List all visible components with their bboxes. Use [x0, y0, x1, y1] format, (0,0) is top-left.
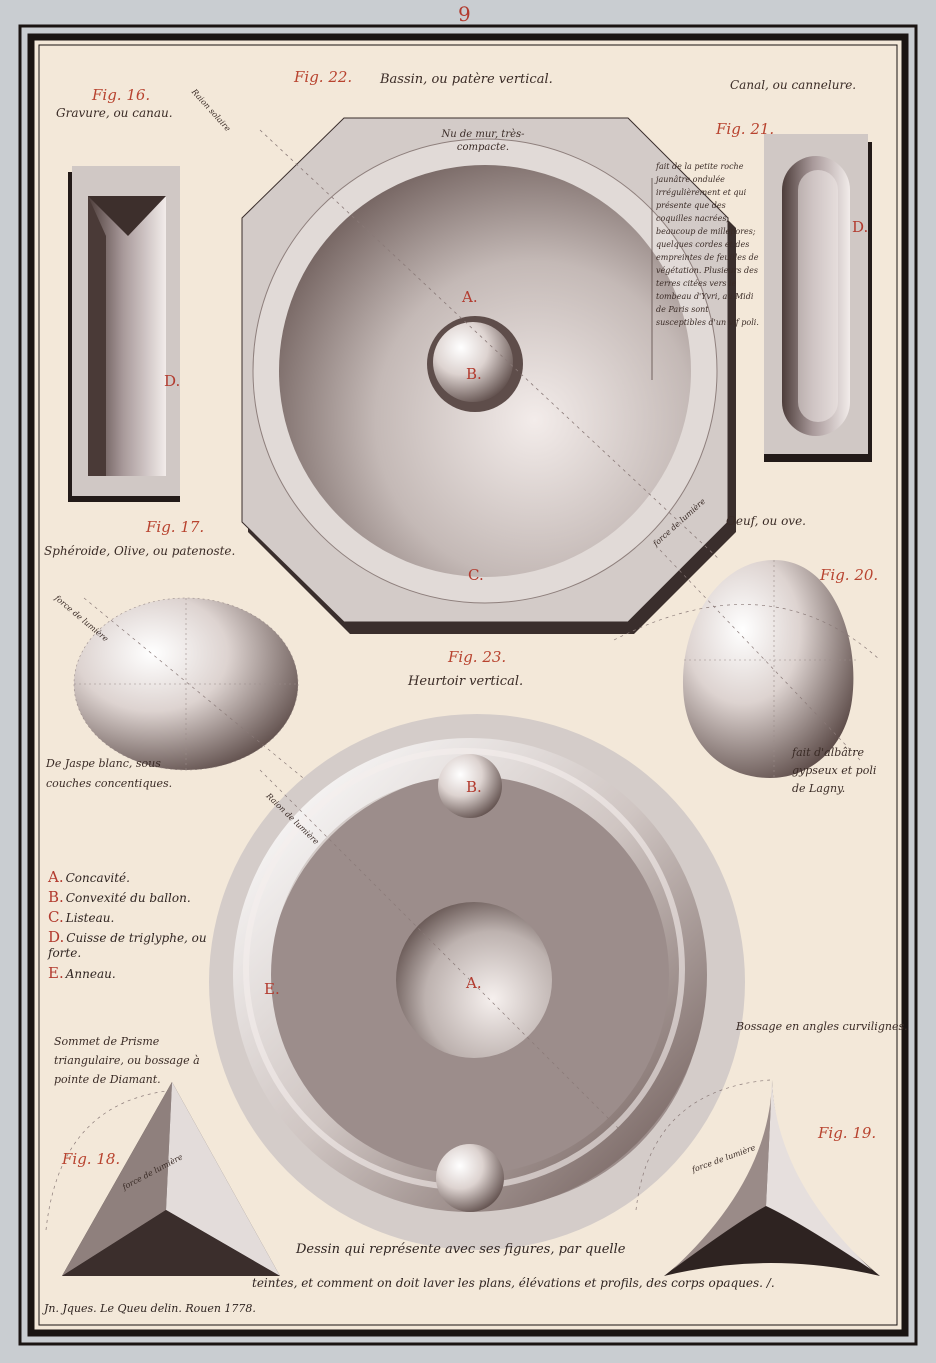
legend-item-e: E.Anneau.	[48, 964, 116, 982]
fig23-number: Fig. 23.	[448, 648, 507, 666]
signature: Jn. Jques. Le Queu delin. Rouen 1778.	[44, 1302, 256, 1315]
fig17-caption: Sphéroide, Olive, ou patenoste.	[44, 544, 236, 558]
fig23-letter-a: A.	[466, 974, 482, 992]
fig23-caption: Heurtoir vertical.	[408, 674, 524, 689]
fig22-number: Fig. 22.	[294, 68, 353, 86]
fig22-letter-b: B.	[466, 365, 482, 383]
fig17-spheroid	[73, 597, 331, 801]
fig22-wall: Nu de mur, très-compacte.	[441, 129, 525, 153]
fig20-number: Fig. 20.	[820, 566, 879, 584]
fig21-caption: Canal, ou cannelure.	[730, 78, 857, 92]
fig22-caption: Bassin, ou patère vertical.	[380, 72, 553, 87]
fig21-letter: D.	[852, 218, 869, 236]
fig18-number: Fig. 18.	[62, 1150, 121, 1168]
fig20-egg	[613, 549, 881, 778]
fig16-number: Fig. 16.	[92, 86, 151, 104]
fig17-note: De Jaspe blanc, sous couches concentique…	[46, 757, 173, 790]
legend: A.Concavité. B.Convexité du ballon. C.Li…	[48, 868, 218, 984]
legend-item-c: C.Listeau.	[48, 908, 115, 926]
page-number: 9	[458, 2, 471, 26]
fig22-letter-c: C.	[468, 566, 484, 584]
fig19-curvilinear	[635, 1079, 880, 1276]
fig18-pyramid	[45, 1082, 280, 1276]
fig17-number: Fig. 17.	[146, 518, 205, 536]
fig19-caption: Bossage en angles curvilignes.	[736, 1020, 908, 1033]
legend-item-b: B.Convexité du ballon.	[48, 888, 191, 906]
fig18-caption: Sommet de Prisme triangulaire, ou bossag…	[54, 1035, 200, 1086]
fig21-number: Fig. 21.	[716, 120, 775, 138]
fig16-letter: D.	[164, 372, 181, 390]
fig23-letter-b: B.	[466, 778, 482, 796]
fig16-caption: Gravure, ou canau.	[56, 106, 173, 120]
fig23-letter-e: E.	[264, 980, 280, 998]
fig22-letter-a: A.	[462, 288, 478, 306]
fig20-note: fait d'albâtre gypseux et poli de Lagny.	[792, 746, 877, 795]
fig19-number: Fig. 19.	[818, 1124, 877, 1142]
fig20-caption: Oeuf, ou ove.	[726, 514, 806, 528]
fig22-basin	[241, 117, 736, 634]
fig23-knocker	[209, 714, 745, 1250]
legend-item-d: D.Cuisse de triglyphe, ou forte.	[48, 928, 207, 960]
fig21-note: fait de la petite roche jaunâtre ondulée…	[656, 162, 759, 327]
bottom-title-line2: teintes, et comment on doit laver les pl…	[252, 1276, 775, 1290]
bottom-title-line1: Dessin qui représente avec ses figures, …	[296, 1242, 626, 1257]
fig16-groove	[68, 166, 180, 502]
fig21-channel	[764, 134, 872, 462]
legend-item-a: A.Concavité.	[48, 868, 130, 886]
